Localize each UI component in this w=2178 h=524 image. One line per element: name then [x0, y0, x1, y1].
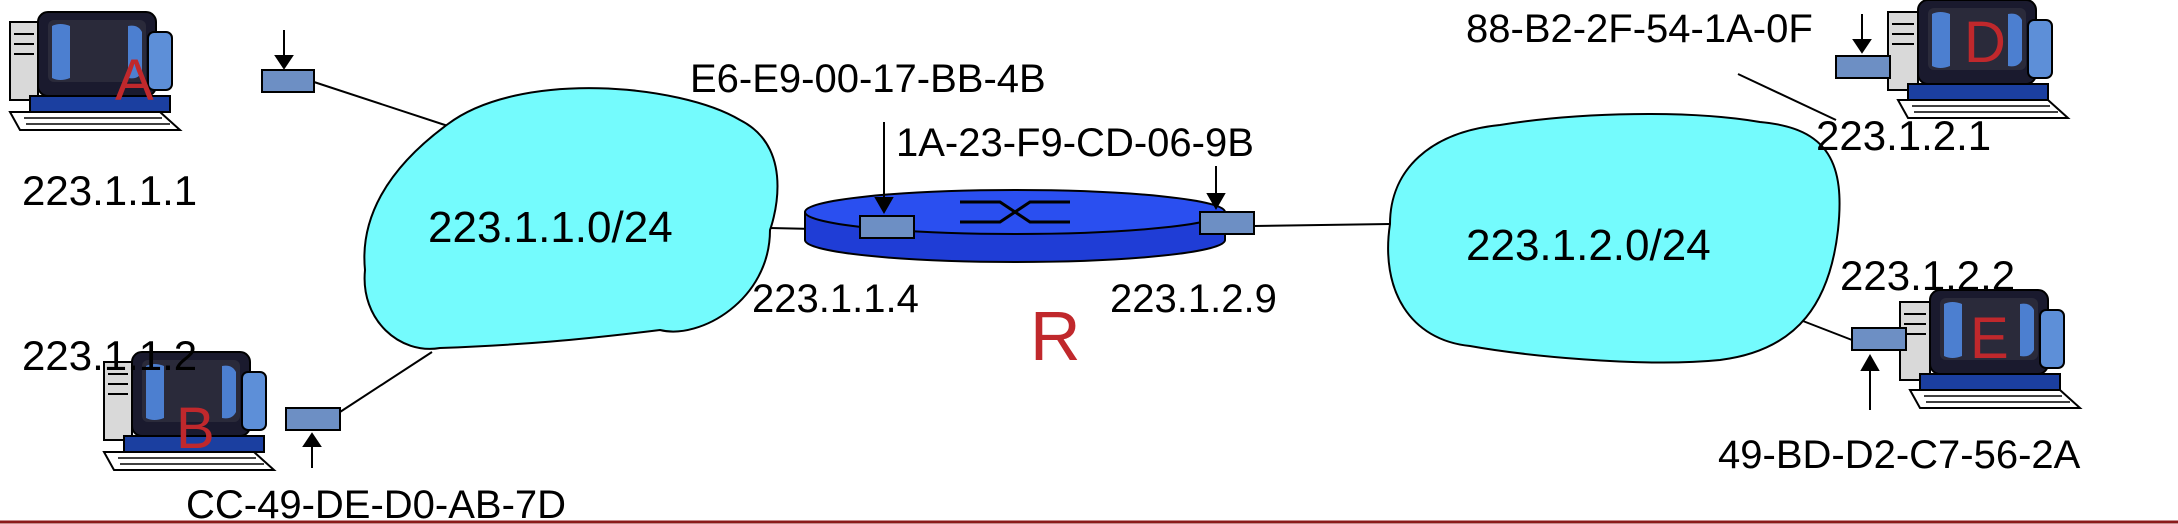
subnet-cloud-right [1387, 113, 1841, 364]
host-b-mac: CC-49-DE-D0-AB-7D [186, 483, 566, 524]
router-label: R [1030, 297, 1081, 375]
router-arrows-icon [960, 200, 1070, 224]
host-e: E [1851, 289, 2081, 410]
host-e-adapter [1851, 327, 1907, 351]
host-a: A [9, 11, 315, 131]
host-b-letter: B [176, 396, 215, 461]
link-d [1737, 73, 1837, 121]
host-b-ip: 223.1.1.2 [22, 332, 197, 379]
subnet-label-right: 223.1.2.0/24 [1466, 221, 1711, 270]
router-adapter-left [859, 215, 915, 239]
host-d: D [1835, 0, 2069, 119]
host-a-adapter [261, 69, 315, 93]
host-b: B [103, 351, 341, 471]
host-e-mac: 49-BD-D2-C7-56-2A [1718, 433, 2081, 477]
router-right-ip: 223.1.2.9 [1110, 277, 1277, 321]
router-right-mac: 1A-23-F9-CD-06-9B [896, 121, 1254, 165]
host-e-letter: E [1970, 306, 2009, 371]
link-router-right [1253, 223, 1391, 227]
link-b [339, 351, 433, 413]
router-left-mac: E6-E9-00-17-BB-4B [690, 57, 1046, 101]
subnet-cloud-left [363, 87, 779, 350]
router-mac-arrows [874, 122, 1226, 215]
host-b-adapter [285, 407, 341, 431]
router-adapter-right [1199, 211, 1255, 235]
host-a-letter: A [115, 48, 154, 113]
host-d-ip: 223.1.2.1 [1816, 112, 1991, 159]
host-d-adapter [1835, 55, 1891, 79]
router-left-ip: 223.1.1.4 [752, 277, 919, 321]
host-d-mac: 88-B2-2F-54-1A-0F [1466, 7, 1813, 51]
link-a [313, 81, 449, 127]
subnet-label-left: 223.1.1.0/24 [428, 203, 673, 252]
host-d-letter: D [1964, 10, 2006, 75]
host-e-ip: 223.1.2.2 [1840, 252, 2015, 299]
host-a-ip: 223.1.1.1 [22, 167, 197, 214]
